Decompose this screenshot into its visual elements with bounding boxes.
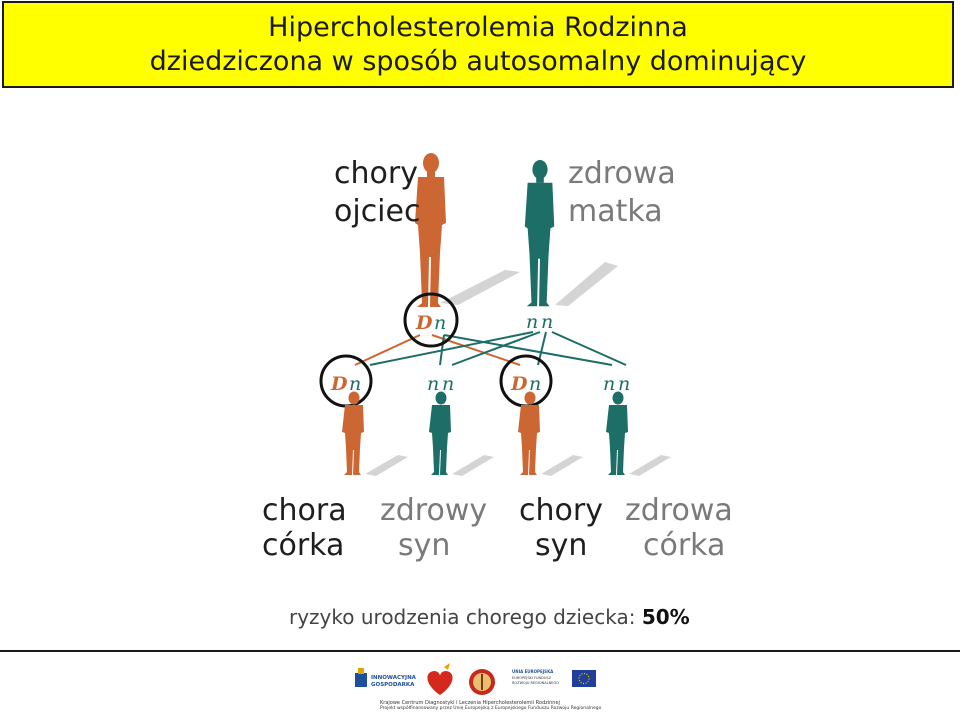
logo1-line1: INNOWACYJNA — [371, 675, 417, 681]
eu-flag-icon — [572, 670, 596, 687]
child-2-label-2: syn — [398, 528, 451, 563]
child-3-label-1: chory — [519, 493, 603, 528]
inheritance-lines — [354, 331, 627, 366]
title-line-2: dziedziczona w sposób autosomalny dominu… — [149, 46, 807, 77]
figure-shadows — [365, 262, 671, 476]
child-3-allele-1: D — [510, 373, 528, 395]
mother-allele-2: n — [541, 311, 553, 333]
child-4-label-2: córka — [643, 528, 726, 563]
footer-small-2: Projekt współfinansowany przez Unię Euro… — [380, 706, 602, 711]
child-4-allele-2: n — [618, 373, 630, 395]
child-4-allele-1: n — [603, 373, 615, 395]
child-1-allele-1: D — [330, 373, 348, 395]
title-line-1: Hipercholesterolemia Rodzinna — [268, 12, 688, 43]
child-2-allele-2: n — [442, 373, 454, 395]
eu-line2: EUROPEJSKI FUNDUSZ — [512, 676, 552, 680]
child-3-label-2: syn — [535, 528, 588, 563]
footer-divider — [0, 650, 960, 652]
child-2-allele-1: n — [427, 373, 439, 395]
risk-label: ryzyko urodzenia chorego dziecka: — [289, 605, 636, 629]
mother-label-2: matka — [568, 194, 663, 229]
father-allele-2: n — [434, 312, 446, 334]
risk-statement: ryzyko urodzenia chorego dziecka: 50% — [289, 605, 690, 629]
risk-value: 50% — [641, 605, 690, 629]
child-4-figure — [606, 391, 628, 475]
child-2-label-1: zdrowy — [380, 493, 488, 528]
logo1-line2: GOSPODARKA — [371, 682, 415, 688]
child-1-label-2: córka — [262, 528, 345, 563]
mother-figure — [524, 160, 555, 307]
father-figure — [415, 153, 446, 307]
eu-line3: ROZWOJU REGIONALNEGO — [512, 681, 559, 685]
title-banner: Hipercholesterolemia Rodzinna dziedziczo… — [2, 1, 954, 88]
heart-logo — [427, 663, 453, 695]
child-4-label-1: zdrowa — [625, 493, 733, 528]
mother-allele-1: n — [526, 311, 538, 333]
medical-seal-logo — [469, 669, 495, 695]
eu-logo: UNIA EUROPEJSKA EUROPEJSKI FUNDUSZ ROZWO… — [512, 669, 596, 687]
child-1-label-1: chora — [262, 493, 347, 528]
footer-small-1: Krajowe Centrum Diagnostyki i Leczenia H… — [380, 700, 560, 706]
child-3-allele-2: n — [529, 373, 541, 395]
mother-label-1: zdrowa — [568, 156, 676, 191]
father-allele-1: D — [415, 312, 433, 334]
father-label-1: chory — [334, 156, 418, 191]
eu-line1: UNIA EUROPEJSKA — [512, 669, 554, 674]
footer-logos: INNOWACYJNA GOSPODARKA UNIA EUROPEJSKA E… — [355, 663, 596, 695]
father-genotype-circle — [403, 292, 459, 348]
child-1-allele-2: n — [349, 373, 361, 395]
innowacyjna-gospodarka-logo: INNOWACYJNA GOSPODARKA — [355, 668, 417, 688]
child-2-figure — [429, 391, 451, 475]
father-label-2: ojciec — [334, 194, 421, 229]
child-1-figure — [342, 391, 364, 475]
